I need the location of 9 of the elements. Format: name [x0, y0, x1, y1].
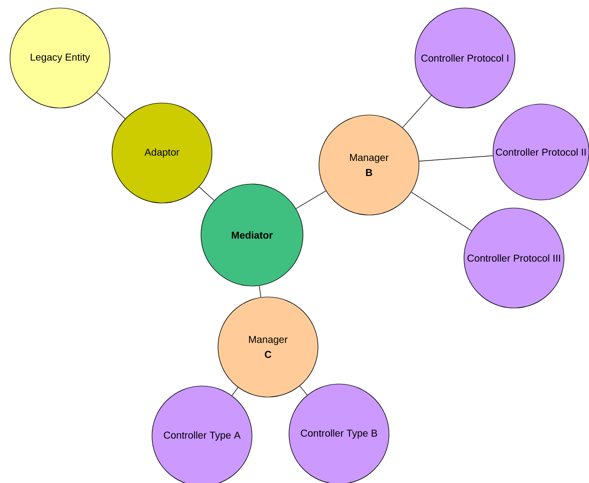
- connector-line: [198, 186, 214, 201]
- connector-line: [232, 387, 238, 396]
- connector-line: [258, 286, 262, 298]
- connector-line: [411, 192, 472, 232]
- connector-line: [296, 190, 326, 209]
- connector-line: [96, 92, 126, 120]
- connector-line: [300, 386, 308, 396]
- connector-line: [418, 155, 494, 162]
- connector-line: [402, 95, 432, 128]
